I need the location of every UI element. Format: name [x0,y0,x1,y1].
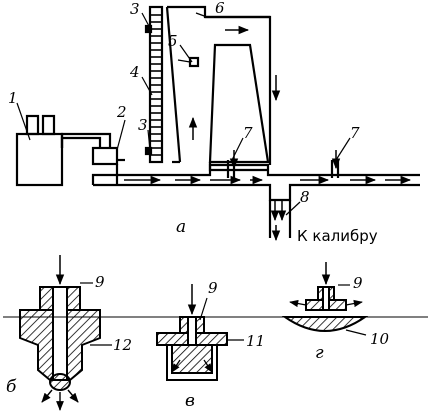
nozzle-b [19,255,112,411]
label-7-left: 7 [243,124,253,142]
label-9-v: 9 [208,279,218,297]
label-9-g: 9 [353,274,363,292]
label-subfig-v: в [185,391,195,411]
outlet-8 [268,200,292,238]
leader-lines [16,12,351,216]
rotameter [165,5,272,165]
label-6: 6 [215,0,225,17]
label-to-gauge: К калибру [297,227,378,245]
label-subfig-b: б [6,377,17,397]
label-subfig-a: а [176,217,186,237]
scheme-a [15,5,420,238]
label-subfig-g: г [315,343,324,363]
label-3-top: 3 [130,0,140,18]
label-5: 5 [168,32,178,50]
label-3-bottom: 3 [138,116,148,134]
flow-arrows [124,25,412,242]
label-9-b: 9 [95,273,105,291]
rotameter-body [208,43,270,172]
label-10: 10 [370,330,390,348]
label-2: 2 [116,103,127,121]
air-line-lower [91,164,119,185]
compressor-unit [15,114,112,187]
manometer-scale-ticks [150,14,162,156]
nozzle-v [156,284,244,381]
stabilizer-2 [91,146,125,166]
label-7-right: 7 [350,124,360,142]
label-8: 8 [300,188,310,206]
label-4: 4 [129,63,140,81]
water-manometer [144,5,164,164]
air-line-main-bottom [117,183,420,202]
air-line-main [115,163,420,185]
nozzle-g [281,262,369,336]
label-11: 11 [246,332,265,350]
label-12: 12 [113,336,132,354]
label-1: 1 [8,89,18,107]
